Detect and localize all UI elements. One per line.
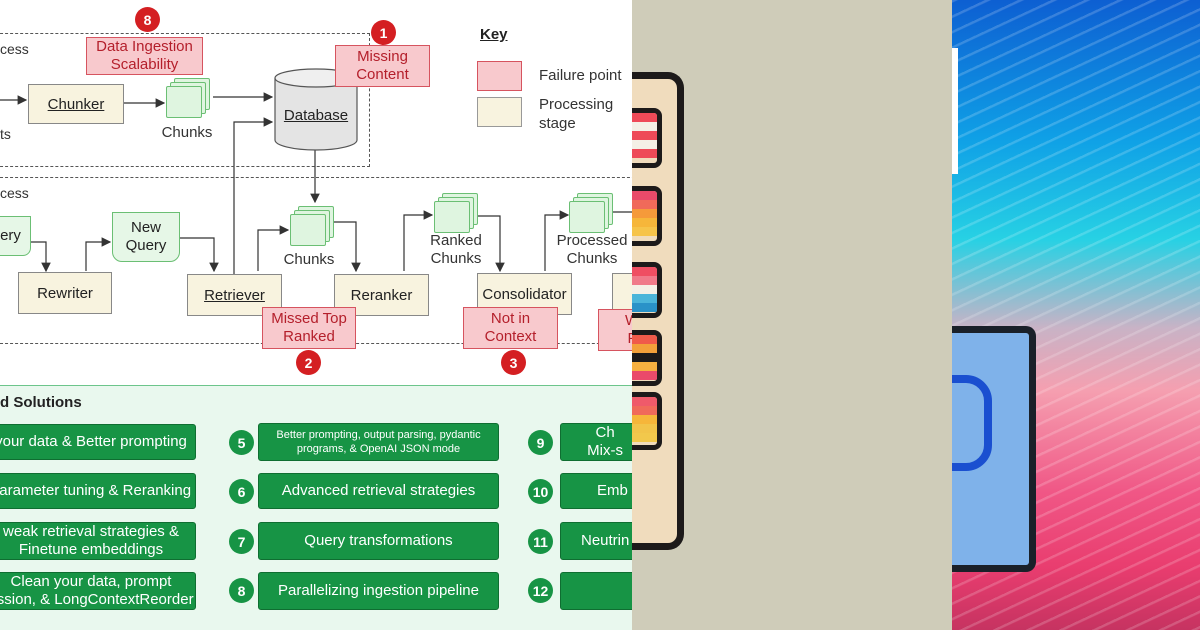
ingestion-process-label: cess [0,41,29,57]
key-failure-label: Failure point [539,67,622,84]
solution-parallelizing-ingestion: Parallelizing ingestion pipeline [258,572,499,610]
failure-partial: W F [598,309,632,351]
solution-left-3: weak retrieval strategies & Finetune emb… [0,522,196,560]
rag-failure-diagram: cess ts cess Chunker Chunks Database 8 D… [0,7,632,630]
ranked-chunks-doc-icon [434,193,478,233]
solution-number-6: 6 [229,479,254,504]
cylinder-icon-2 [632,186,662,246]
key-processing-label: Processing stage [539,96,614,132]
failure-data-ingestion-scalability: Data Ingestion Scalability [86,37,203,75]
query-process-label: cess [0,185,29,201]
key-processing-swatch [477,97,522,127]
solutions-panel: d Solutions your data & Better prompting… [0,385,632,630]
solution-left-1: your data & Better prompting [0,424,196,460]
solution-left-4: Clean your data, prompt ession, & LongCo… [0,572,196,610]
solution-right-11: Neutrin [560,522,632,560]
solution-better-prompting: Better prompting, output parsing, pydant… [258,423,499,461]
ingestion-process-region [0,33,370,167]
retrieved-chunks-label: Chunks [283,251,335,268]
solution-advanced-retrieval: Advanced retrieval strategies [258,473,499,509]
solution-number-7: 7 [229,529,254,554]
solution-number-5: 5 [229,430,254,455]
app-card [952,326,1036,572]
rewriter-stage: Rewriter [18,272,112,314]
documents-label: ts [0,126,11,142]
solution-number-12: 12 [528,578,553,603]
chunks-doc-icon [166,78,210,118]
solution-query-transformations: Query transformations [258,522,499,560]
solution-number-8: 8 [229,578,254,603]
failure-badge-1: 1 [371,20,396,45]
failure-missed-top-ranked: Missed Top Ranked [262,307,356,349]
solution-right-10: Emb [560,473,632,509]
database-label: Database [283,107,349,124]
processed-chunks-label: Processed Chunks [556,232,628,267]
chunker-stage: Chunker [28,84,124,124]
solutions-title: d Solutions [0,394,82,411]
middle-illustration-panel [632,0,952,630]
right-abstract-panel [952,0,1200,630]
solution-right-12 [560,572,632,610]
solution-number-10: 10 [528,479,553,504]
new-query-doc: New Query [112,212,180,262]
retrieved-chunks-doc-icon [290,206,334,246]
failure-badge-8: 8 [135,7,160,32]
cylinder-icon-1 [632,108,662,168]
solution-number-11: 11 [528,529,553,554]
failure-not-in-context: Not in Context [463,307,558,349]
solution-left-2: parameter tuning & Reranking [0,473,196,509]
key-failure-swatch [477,61,522,91]
cylinder-icon-3 [632,262,662,318]
cylinder-icon-5 [632,392,662,450]
white-edge-bar [952,48,958,174]
processed-chunks-doc-icon [569,193,613,233]
app-logo-icon [952,375,992,471]
solution-number-9: 9 [528,430,553,455]
query-doc: ery [0,216,31,256]
failure-missing-content: Missing Content [335,45,430,87]
solution-right-9: Ch Mix-s [560,423,632,461]
failure-badge-3: 3 [501,350,526,375]
cylinder-icon-4 [632,330,662,386]
failure-badge-2: 2 [296,350,321,375]
key-title: Key [480,26,508,43]
chunks-label: Chunks [161,124,213,141]
ranked-chunks-label: Ranked Chunks [430,232,482,267]
